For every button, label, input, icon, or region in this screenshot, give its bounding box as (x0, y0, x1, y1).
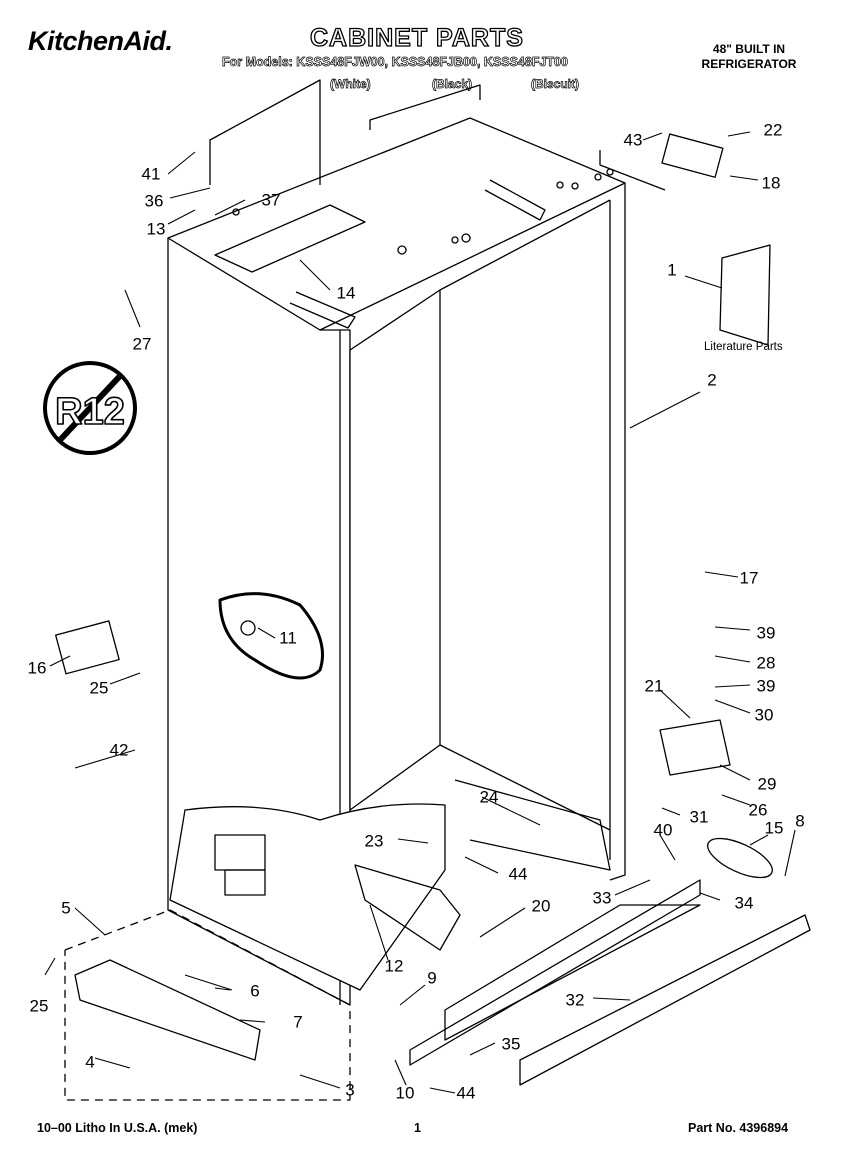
callout-37: 37 (261, 190, 281, 210)
leader-lines (44, 131, 796, 1094)
variant-white: (White) (330, 77, 371, 92)
literature-parts-label: Literature Parts (704, 341, 783, 353)
brand-logo: KitchenAid. (28, 26, 173, 56)
callout-1: 1 (667, 260, 677, 280)
callout-39-upper: 39 (756, 623, 776, 643)
callout-16: 16 (27, 658, 47, 678)
callout-26: 26 (748, 800, 768, 820)
callout-2: 2 (707, 370, 717, 390)
callout-32: 32 (565, 990, 585, 1010)
callout-23: 23 (364, 831, 384, 851)
callout-18: 18 (761, 173, 781, 193)
callout-10: 10 (395, 1083, 415, 1103)
models-line: For Models: KSSS48FJW00, KSSS48FJB00, KS… (222, 55, 569, 70)
variant-biscuit: (Biscuit) (531, 77, 580, 92)
callout-3: 3 (345, 1080, 355, 1100)
callout-43: 43 (623, 130, 643, 150)
product-type: 48" BUILT IN REFRIGERATOR (690, 42, 808, 72)
callout-35: 35 (501, 1034, 521, 1054)
callout-7: 7 (293, 1012, 303, 1032)
callout-28: 28 (756, 653, 776, 673)
front-trim (519, 914, 811, 1086)
callout-44-upper: 44 (508, 864, 528, 884)
no-r12-badge: R12 (43, 361, 137, 455)
callout-31: 31 (689, 807, 709, 827)
cabinet-body (167, 79, 666, 1006)
callout-25-lower: 25 (29, 996, 49, 1016)
callout-21: 21 (644, 676, 664, 696)
callout-30: 30 (754, 705, 774, 725)
machine-compartment-cutaway (169, 803, 446, 991)
callout-4: 4 (85, 1052, 95, 1072)
callout-34: 34 (734, 893, 754, 913)
callout-27: 27 (132, 334, 152, 354)
footer-litho: 10–00 Litho In U.S.A. (mek) (37, 1121, 198, 1135)
callout-29: 29 (757, 774, 777, 794)
variant-black: (Black) (432, 77, 473, 92)
r12-text: R12 (55, 391, 125, 433)
callout-33: 33 (592, 888, 612, 908)
callout-15: 15 (764, 818, 784, 838)
callout-6: 6 (250, 981, 260, 1001)
base-rail (444, 904, 701, 1041)
callout-5: 5 (61, 898, 71, 918)
callout-13: 13 (146, 219, 166, 239)
callout-12: 12 (384, 956, 404, 976)
footer-page-number: 1 (414, 1121, 421, 1135)
footer-part-number: Part No. 4396894 (688, 1121, 789, 1135)
callout-11: 11 (279, 628, 297, 648)
product-line-1: 48" BUILT IN (712, 42, 786, 56)
literature-booklet (719, 244, 771, 346)
cutaway-wall (218, 592, 324, 680)
callout-20: 20 (531, 896, 551, 916)
callout-25-upper: 25 (89, 678, 109, 698)
callout-14: 14 (336, 283, 356, 303)
callout-42: 42 (109, 740, 129, 760)
callout-8: 8 (795, 811, 805, 831)
callout-44-lower: 44 (456, 1083, 476, 1103)
callout-24: 24 (479, 787, 499, 807)
page-title: CABINET PARTS (309, 23, 524, 52)
callout-22: 22 (763, 120, 783, 140)
callout-17: 17 (739, 568, 759, 588)
toe-grille (409, 879, 701, 1066)
callout-9: 9 (427, 968, 437, 988)
callout-39-lower: 39 (756, 676, 776, 696)
callout-41: 41 (141, 164, 161, 184)
callout-36: 36 (144, 191, 164, 211)
product-line-2: REFRIGERATOR (701, 57, 797, 71)
callout-40: 40 (653, 820, 673, 840)
